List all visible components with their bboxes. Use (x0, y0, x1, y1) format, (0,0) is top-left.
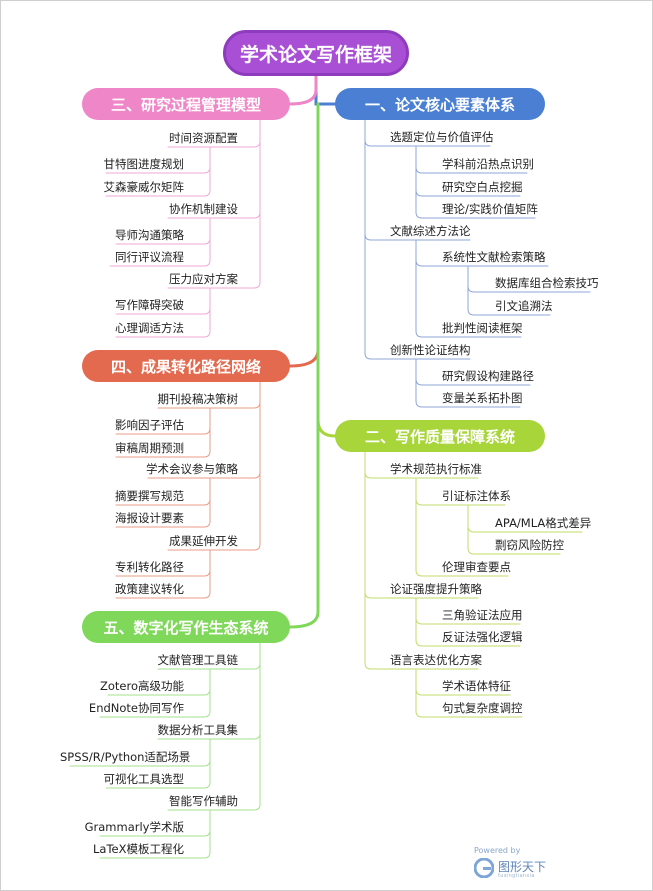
node-conference-strategy[interactable]: 学术会议参与策略 (146, 462, 238, 476)
node-sentence-complexity[interactable]: 句式复杂度调控 (442, 701, 523, 715)
brand-subtext: tuxingtianxia (498, 873, 535, 879)
node-research-gap[interactable]: 研究空白点挖掘 (442, 180, 523, 194)
node-writing-block[interactable]: 写作障碍突破 (115, 298, 184, 312)
node-language-optimization[interactable]: 语言表达优化方案 (390, 653, 482, 667)
node-critical-reading[interactable]: 批判性阅读框架 (442, 321, 523, 335)
node-latex[interactable]: LaTeX模板工程化 (93, 842, 184, 856)
node-peer-review[interactable]: 同行评议流程 (115, 250, 184, 264)
node-impact-factor[interactable]: 影响因子评估 (115, 418, 184, 432)
root-node[interactable]: 学术论文写作框架 (223, 30, 409, 76)
node-academic-style[interactable]: 学术语体特征 (442, 679, 511, 693)
node-smart-writing[interactable]: 智能写作辅助 (169, 794, 238, 808)
node-gantt[interactable]: 甘特图进度规划 (103, 157, 185, 171)
branch-digital-ecosystem[interactable]: 五、数字化写作生态系统 (82, 611, 290, 643)
brand-logo-icon (474, 858, 494, 878)
node-collaboration[interactable]: 协作机制建设 (169, 202, 238, 216)
node-triangulation[interactable]: 三角验证法应用 (442, 608, 523, 622)
node-hypothesis-path[interactable]: 研究假设构建路径 (442, 369, 534, 383)
branch-core-elements[interactable]: 一、论文核心要素体系 (335, 88, 545, 120)
node-spss-r-python[interactable]: SPSS/R/Python适配场景 (60, 750, 191, 764)
node-eisenhower[interactable]: 艾森豪威尔矩阵 (103, 180, 185, 194)
node-journal-decision[interactable]: 期刊投稿决策树 (157, 392, 239, 406)
node-academic-norms[interactable]: 学术规范执行标准 (390, 462, 482, 476)
branch-outcome-transfer[interactable]: 四、成果转化路径网络 (82, 350, 290, 382)
node-endnote[interactable]: EndNote协同写作 (88, 701, 184, 715)
node-variable-topology[interactable]: 变量关系拓扑图 (442, 391, 523, 405)
node-argument-strength[interactable]: 论证强度提升策略 (390, 582, 482, 596)
node-zotero[interactable]: Zotero高级功能 (99, 679, 184, 693)
node-ethics-review[interactable]: 伦理审查要点 (442, 560, 511, 574)
node-counterproof[interactable]: 反证法强化逻辑 (442, 630, 523, 644)
node-visualization-tools[interactable]: 可视化工具选型 (103, 772, 185, 786)
node-poster-design[interactable]: 海报设计要素 (115, 511, 184, 525)
node-topic-positioning[interactable]: 选题定位与价值评估 (390, 130, 494, 144)
node-extension-development[interactable]: 成果延伸开发 (169, 534, 238, 548)
node-plagiarism-risk[interactable]: 剽窃风险防控 (495, 538, 564, 552)
node-advisor-communication[interactable]: 导师沟通策略 (115, 228, 184, 242)
node-frontier-hotspots[interactable]: 学科前沿热点识别 (442, 157, 534, 171)
node-psychological-adjustment[interactable]: 心理调适方法 (115, 321, 184, 335)
node-reference-tools[interactable]: 文献管理工具链 (157, 653, 239, 667)
brand-name: 图形天下 (498, 860, 547, 874)
node-patent-transfer[interactable]: 专利转化路径 (115, 560, 184, 574)
node-policy-advice[interactable]: 政策建议转化 (115, 582, 184, 596)
branch-quality-assurance[interactable]: 二、写作质量保障系统 (335, 420, 545, 452)
node-abstract-writing[interactable]: 摘要撰写规范 (115, 489, 184, 503)
brand-watermark: Powered by 图形天下 tuxingtianxia (474, 846, 564, 880)
node-systematic-search[interactable]: 系统性文献检索策略 (442, 250, 546, 264)
node-value-matrix[interactable]: 理论/实践价值矩阵 (442, 202, 538, 216)
node-apa-mla[interactable]: APA/MLA格式差异 (495, 516, 592, 530)
node-data-analysis-tools[interactable]: 数据分析工具集 (157, 723, 239, 737)
node-time-resources[interactable]: 时间资源配置 (169, 131, 238, 145)
node-stress-coping[interactable]: 压力应对方案 (169, 272, 238, 286)
brand-powered-text: Powered by (474, 846, 521, 855)
node-review-cycle[interactable]: 审稿周期预测 (115, 441, 184, 455)
node-innovative-argument[interactable]: 创新性论证结构 (390, 343, 471, 357)
node-literature-review[interactable]: 文献综述方法论 (390, 224, 471, 238)
branch-process-management[interactable]: 三、研究过程管理模型 (82, 88, 290, 120)
node-grammarly[interactable]: Grammarly学术版 (84, 820, 184, 834)
node-database-search[interactable]: 数据库组合检索技巧 (495, 276, 599, 290)
node-citation-system[interactable]: 引证标注体系 (442, 489, 511, 503)
node-citation-tracing[interactable]: 引文追溯法 (495, 299, 553, 313)
